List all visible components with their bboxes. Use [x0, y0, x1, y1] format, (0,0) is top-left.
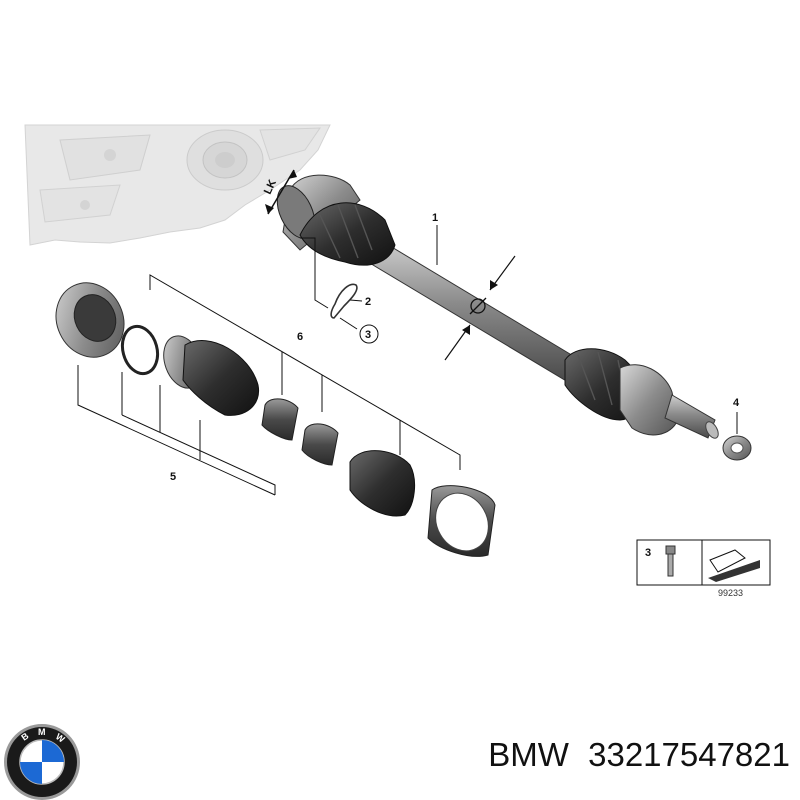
bmw-logo-icon: B M W — [4, 724, 80, 800]
transmission-housing — [24, 124, 331, 246]
drive-shaft-assembly — [276, 174, 719, 439]
clamp-band-2 — [301, 423, 339, 466]
caption-brand: BMW — [488, 736, 569, 773]
caption-part-number: 33217547821 — [588, 736, 790, 773]
lk-label: LK — [262, 178, 279, 196]
leader-part-2 — [349, 299, 363, 302]
label-part-2: 2 — [365, 296, 371, 308]
leader-inner-joint — [300, 237, 329, 309]
reference-box: 3 99233 — [636, 539, 771, 598]
tightening-note-icon — [708, 549, 760, 582]
clamp-band-large — [427, 485, 496, 557]
label-part-3: 3 — [365, 329, 371, 341]
section-marker — [444, 255, 516, 361]
reference-code: 99233 — [718, 588, 743, 598]
clamp-band-1 — [261, 398, 299, 441]
label-part-6: 6 — [297, 331, 303, 343]
bolt-icon — [665, 545, 676, 577]
label-part-4: 4 — [733, 397, 740, 409]
svg-text:B: B — [19, 730, 30, 742]
joint-cover-flange — [55, 282, 125, 358]
collar-nut — [722, 435, 752, 461]
label-part-5: 5 — [170, 471, 176, 483]
inner-boot-part — [163, 335, 260, 416]
part-caption: BMW 33217547821 — [386, 736, 790, 786]
outer-boot-part — [349, 450, 416, 517]
leader-part-3 — [339, 317, 358, 330]
circlip-part — [330, 283, 358, 319]
bracket-part-5 — [77, 275, 276, 496]
label-part-3-circle — [359, 324, 379, 344]
snap-ring — [120, 324, 160, 376]
svg-text:M: M — [38, 727, 46, 737]
bracket-part-6 — [149, 274, 461, 470]
lk-dimension-marker: LK — [262, 169, 297, 215]
label-part-1: 1 — [432, 212, 438, 224]
reference-box-part-number: 3 — [645, 547, 651, 559]
